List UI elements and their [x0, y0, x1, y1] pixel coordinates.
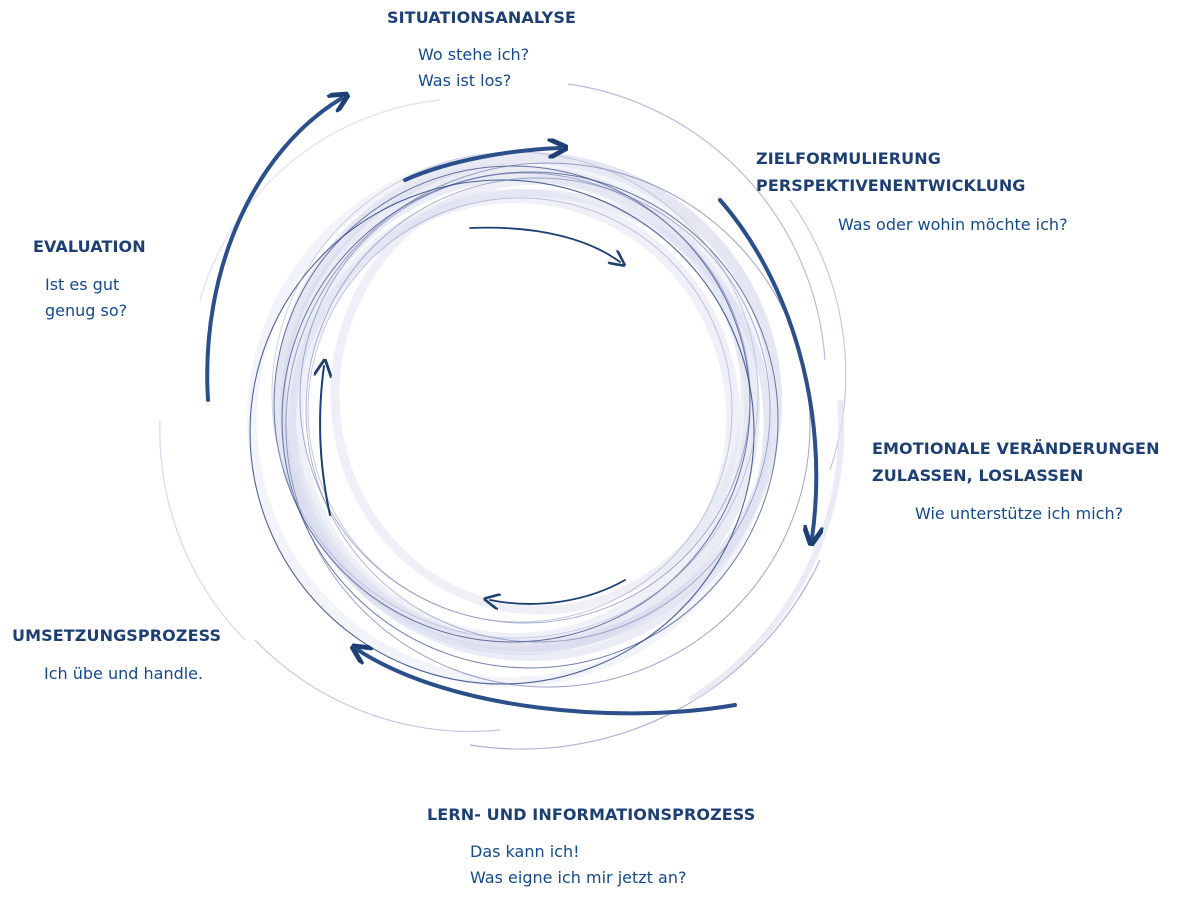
stage-title: ZULASSEN, LOSLASSEN	[872, 466, 1084, 485]
stage-title: UMSETZUNGSPROZESS	[12, 626, 222, 645]
glow-rings	[247, 152, 782, 687]
stage-zielformulierung: ZIELFORMULIERUNG PERSPEKTIVENENTWICKLUNG…	[756, 148, 1068, 238]
stage-emotionale-veraenderungen: EMOTIONALE VERÄNDERUNGEN ZULASSEN, LOSLA…	[872, 438, 1160, 527]
stage-title: ZIELFORMULIERUNG	[756, 149, 941, 168]
stage-evaluation: EVALUATION Ist es gut genug so?	[33, 236, 146, 324]
stage-lern-und-informationsprozess: LERN- UND INFORMATIONSPROZESS Das kann i…	[427, 804, 755, 891]
stage-title: LERN- UND INFORMATIONSPROZESS	[427, 805, 756, 824]
stage-title: EVALUATION	[33, 237, 146, 256]
arrow-inner-left	[320, 366, 330, 516]
stage-question: Was eigne ich mir jetzt an?	[470, 868, 687, 887]
stage-question: Was oder wohin möchte ich?	[838, 215, 1068, 234]
arrow-inner-top	[469, 226, 620, 262]
thin-rings	[249, 151, 811, 688]
stage-situationsanalyse: SITUATIONSANALYSE Wo stehe ich? Was ist …	[387, 7, 576, 94]
cycle-arrows	[205, 98, 816, 716]
arrow-bottom-to-umsetzung	[358, 650, 737, 716]
arrow-situationsanalyse-to-ziel	[403, 148, 560, 182]
stage-question: Das kann ich!	[470, 842, 580, 861]
stage-question: Ich übe und handle.	[44, 664, 204, 683]
stage-question: genug so?	[45, 301, 128, 320]
stage-title: SITUATIONSANALYSE	[387, 8, 577, 27]
stage-title: EMOTIONALE VERÄNDERUNGEN	[872, 439, 1160, 458]
arrow-ziel-to-emotionale	[718, 198, 816, 538]
arrow-evaluation-to-situationsanalyse	[205, 98, 342, 402]
stage-umsetzungsprozess: UMSETZUNGSPROZESS Ich übe und handle.	[12, 625, 221, 687]
stage-question: Wo stehe ich?	[418, 45, 530, 64]
arrow-inner-bottom	[490, 579, 626, 604]
stage-question: Wie unterstütze ich mich?	[915, 504, 1124, 523]
stage-title: PERSPEKTIVENENTWICKLUNG	[756, 176, 1026, 195]
stage-question: Ist es gut	[45, 275, 120, 294]
stage-question: Was ist los?	[418, 71, 512, 90]
